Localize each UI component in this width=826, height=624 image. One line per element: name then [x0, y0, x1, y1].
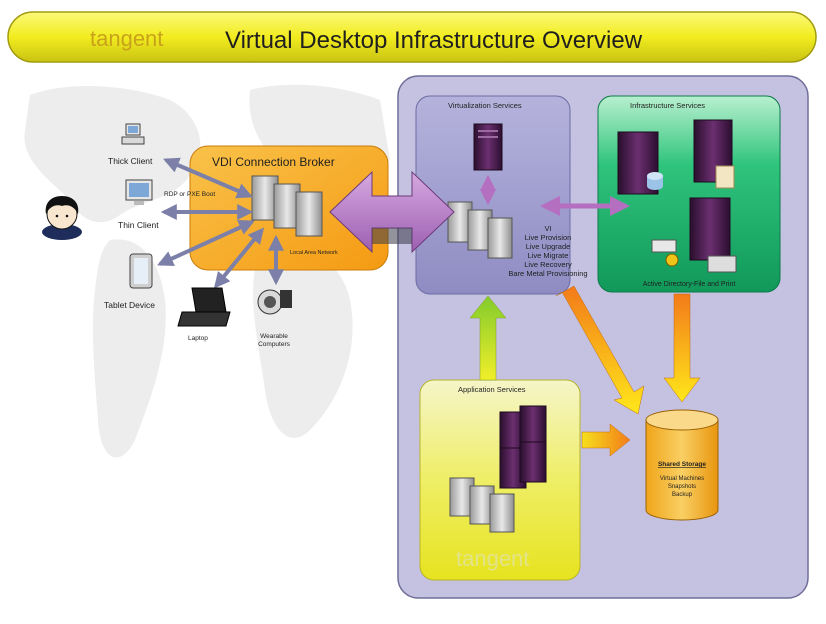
laptop-icon [177, 287, 231, 327]
application-purple-servers-icon [499, 405, 547, 489]
feature-item: Live Upgrade [526, 242, 571, 251]
application-gray-servers-icon [449, 477, 515, 533]
tablet-device-label: Tablet Device [104, 300, 155, 310]
arrow-shadow [372, 228, 412, 244]
broker-network-label: Local Area Network [290, 250, 338, 256]
virtualization-to-storage-arrow [555, 285, 645, 415]
virtualization-servers-icon [447, 201, 513, 259]
thin-client-icon [125, 179, 153, 205]
infrastructure-to-storage-arrow [663, 293, 701, 403]
virtualization-title: Virtualization Services [448, 101, 522, 110]
laptop-label: Laptop [188, 335, 208, 342]
application-to-virtualization-arrow [469, 295, 507, 381]
broker-title: VDI Connection Broker [212, 155, 335, 169]
tablet-device-icon [129, 253, 153, 289]
thick-client-label: Thick Client [108, 156, 153, 166]
application-services-box: Application Services tangent [419, 379, 581, 581]
page-title: Virtual Desktop Infrastructure Overview [225, 27, 643, 54]
feature-item: Bare Metal Provisioning [508, 269, 587, 278]
feature-item: Live Recovery [524, 260, 572, 269]
directory-server-icon [617, 131, 663, 195]
virtualization-feature-list: VI Live Provision Live Upgrade Live Migr… [508, 224, 587, 278]
user-avatar [42, 196, 82, 240]
application-title: Application Services [458, 385, 526, 394]
infrastructure-caption: Active Directory-File and Print [643, 281, 736, 288]
file-server-icon [693, 119, 735, 189]
shared-storage-cylinder: Shared Storage Virtual Machines Snapshot… [645, 409, 719, 521]
client-connection-arrows [157, 157, 284, 289]
wearable-label-line1: Wearable [260, 333, 288, 340]
storage-item: Virtual Machines [660, 476, 704, 482]
storage-item: Backup [672, 492, 693, 498]
storage-title: Shared Storage [658, 461, 706, 468]
thin-client-label: Thin Client [118, 220, 159, 230]
infrastructure-title: Infrastructure Services [630, 101, 705, 110]
thick-client-icon [121, 123, 145, 145]
application-watermark: tangent [456, 546, 529, 571]
header-banner: tangent Virtual Desktop Infrastructure O… [7, 11, 817, 63]
infrastructure-services-box: Infrastructure Services Active Directory… [597, 95, 781, 293]
wearable-computer-icon [257, 289, 292, 315]
application-to-storage-arrow [581, 423, 631, 457]
broker-servers-icon [251, 175, 323, 237]
logo-text: tangent [90, 26, 163, 51]
virtualization-host-server-icon [473, 123, 503, 171]
print-server-icon [651, 197, 737, 273]
protocol-note: RDP or PXE Boot [164, 191, 215, 198]
feature-item: Live Migrate [528, 251, 569, 260]
flow-arrows [469, 196, 701, 457]
storage-item: Snapshots [668, 484, 696, 490]
wearable-label-line2: Computers [258, 341, 291, 348]
virtualization-services-box: Virtualization Services VI Live Provisio… [415, 95, 588, 295]
feature-item: VI [544, 224, 551, 233]
feature-item: Live Provision [525, 233, 572, 242]
